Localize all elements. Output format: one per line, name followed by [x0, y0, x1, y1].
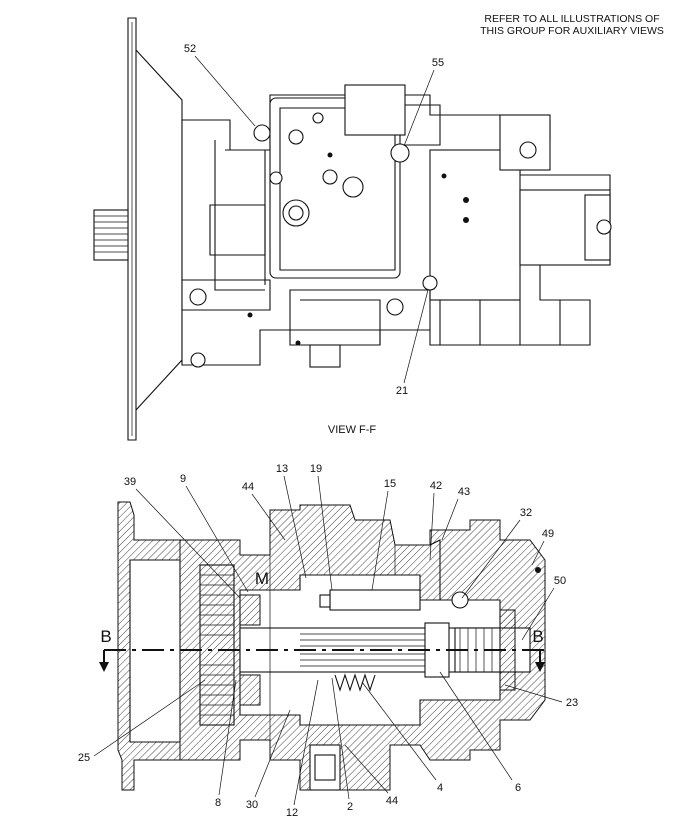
svg-text:REFER TO ALL ILLUSTRATIONS OF: REFER TO ALL ILLUSTRATIONS OF [484, 13, 659, 25]
svg-text:23: 23 [566, 697, 578, 709]
callout-44-bottom: 44 [344, 744, 398, 807]
svg-text:30: 30 [246, 799, 258, 811]
svg-text:42: 42 [430, 480, 442, 492]
callout-21: 21 [396, 289, 429, 397]
section-mark-b-left: B [100, 627, 111, 646]
auxiliary-views-note: REFER TO ALL ILLUSTRATIONS OF THIS GROUP… [480, 13, 664, 37]
svg-text:19: 19 [310, 463, 322, 475]
callout-4: 4 [361, 681, 443, 794]
callout-12: 12 [286, 679, 319, 819]
svg-text:4: 4 [437, 782, 443, 794]
callout-43: 43 [441, 486, 470, 541]
svg-text:55: 55 [432, 57, 444, 69]
svg-text:12: 12 [286, 807, 298, 819]
svg-text:13: 13 [276, 463, 288, 475]
callout-19: 19 [310, 463, 333, 591]
callout-13: 13 [276, 463, 307, 579]
section-line-b-b: B B M [99, 569, 545, 672]
callout-30: 30 [246, 709, 291, 811]
svg-text:50: 50 [554, 575, 566, 587]
callout-15: 15 [371, 478, 396, 591]
pump-section-view [117, 501, 546, 791]
callout-50: 50 [521, 575, 566, 641]
svg-text:21: 21 [396, 385, 408, 397]
callout-39: 39 [124, 476, 241, 599]
callout-9: 9 [180, 473, 249, 593]
svg-text:49: 49 [542, 528, 554, 540]
callout-25: 25 [78, 679, 206, 764]
svg-text:32: 32 [520, 507, 532, 519]
pump-side-view [93, 17, 612, 441]
callout-52: 52 [184, 43, 256, 127]
svg-text:52: 52 [184, 43, 196, 55]
callout-49: 49 [531, 528, 554, 566]
view-label: VIEW F-F [328, 424, 377, 436]
callout-6: 6 [439, 671, 521, 794]
svg-text:25: 25 [78, 752, 90, 764]
section-mark-m: M [255, 569, 269, 588]
svg-text:8: 8 [215, 797, 221, 809]
callout-8: 8 [215, 679, 237, 809]
svg-text:THIS GROUP FOR AUXILIARY VIEWS: THIS GROUP FOR AUXILIARY VIEWS [480, 25, 664, 37]
section-mark-b-right: B [532, 627, 543, 646]
svg-text:2: 2 [347, 801, 353, 813]
svg-text:43: 43 [458, 486, 470, 498]
callout-44-top: 44 [242, 481, 286, 541]
callout-23: 23 [504, 684, 578, 709]
callout-42: 42 [429, 480, 442, 561]
svg-text:6: 6 [515, 782, 521, 794]
svg-text:9: 9 [180, 473, 186, 485]
callout-55: 55 [403, 57, 444, 147]
callout-2: 2 [331, 677, 353, 813]
svg-text:15: 15 [384, 478, 396, 490]
svg-text:39: 39 [124, 476, 136, 488]
svg-text:44: 44 [386, 795, 398, 807]
svg-text:44: 44 [242, 481, 254, 493]
callout-32: 32 [461, 507, 532, 599]
